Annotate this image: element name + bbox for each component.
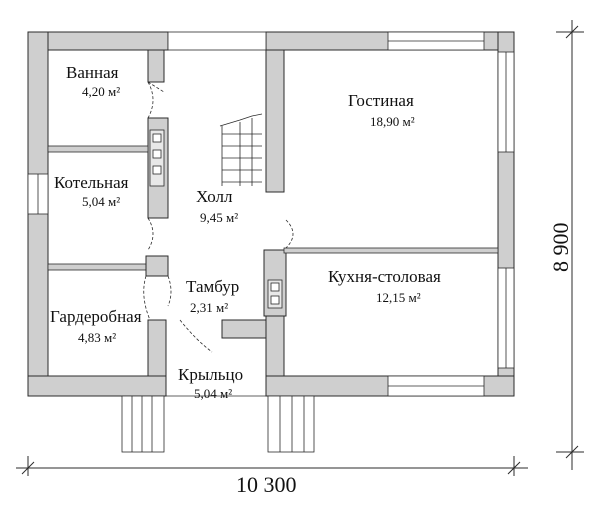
room-area-porch: 5,04 м² xyxy=(194,386,232,401)
porch-steps xyxy=(121,395,315,453)
wall-top-left xyxy=(27,31,169,51)
dimension-height: 8 900 xyxy=(548,20,584,470)
room-name-vestibule: Тамбур xyxy=(186,277,239,296)
interior-walls xyxy=(47,49,499,377)
room-name-wardrobe: Гардеробная xyxy=(50,307,142,326)
dimension-width: 10 300 xyxy=(16,456,528,497)
dimension-width-label: 10 300 xyxy=(236,472,297,497)
room-name-living: Гостиная xyxy=(348,91,414,110)
room-area-hall: 9,45 м² xyxy=(200,210,238,225)
wall-hall-living xyxy=(265,49,285,193)
room-area-boiler: 5,04 м² xyxy=(82,194,120,209)
wall-vestibule-bottom xyxy=(221,319,267,339)
room-name-hall: Холл xyxy=(196,187,233,206)
room-area-wardrobe: 4,83 м² xyxy=(78,330,116,345)
room-name-kitchen: Кухня-столовая xyxy=(328,267,441,286)
wall-bottom-left xyxy=(27,375,167,397)
room-name-porch: Крыльцо xyxy=(178,365,243,384)
staircase xyxy=(219,113,263,186)
room-name-bathroom: Ванная xyxy=(66,63,119,82)
room-area-living: 18,90 м² xyxy=(370,114,415,129)
wall-wardrobe-porch xyxy=(147,319,167,377)
wall-column xyxy=(145,255,169,277)
wall-bath-hall xyxy=(147,49,165,83)
room-area-vestibule: 2,31 м² xyxy=(190,300,228,315)
room-area-bathroom: 4,20 м² xyxy=(82,84,120,99)
dimension-height-label: 8 900 xyxy=(548,223,573,273)
room-area-kitchen: 12,15 м² xyxy=(376,290,421,305)
room-labels: Ванная 4,20 м² Гостиная 18,90 м² Котельн… xyxy=(50,63,441,401)
windows xyxy=(27,31,515,397)
doors xyxy=(143,81,294,353)
room-name-boiler: Котельная xyxy=(54,173,129,192)
wall-kitchen-lower xyxy=(265,315,285,377)
